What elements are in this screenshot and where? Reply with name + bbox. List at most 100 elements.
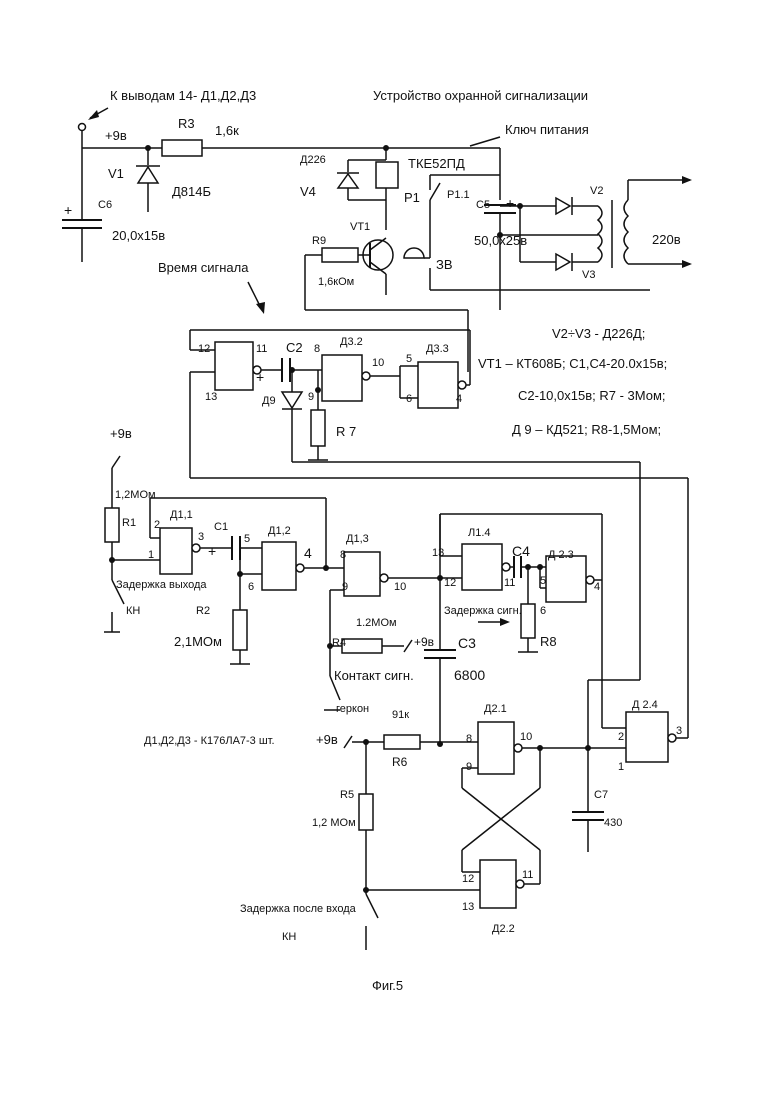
pin-label: 4 [304, 545, 312, 561]
label-c3: C3 [458, 635, 476, 651]
figure-caption: Фиг.5 [372, 978, 403, 993]
pin-label: 4 [594, 581, 600, 593]
label-r2-value: 2,1МОм [174, 634, 222, 649]
label-r3: R3 [178, 116, 195, 131]
label-r8: R8 [540, 634, 557, 649]
transformer-secondary [598, 206, 602, 262]
label-d32: Д3.2 [340, 336, 363, 348]
label-d14: Л1.4 [468, 527, 491, 539]
gate-inverter-bubble [668, 734, 676, 742]
pin-label: 9 [466, 761, 472, 773]
arrow-power-key [470, 137, 500, 146]
label-d226: Д226 [300, 154, 326, 166]
label-r3-value: 1,6к [215, 123, 239, 138]
label-r6: R6 [392, 755, 408, 769]
arrow-head [500, 618, 510, 626]
gate-inverter-bubble [516, 880, 524, 888]
resistor-r7 [311, 410, 325, 446]
label-c5: C5 [476, 199, 490, 211]
resistor-r1 [105, 508, 119, 542]
label-d13: Д1,3 [346, 533, 369, 545]
label-plus9-r4: +9в [414, 635, 434, 649]
pin-label: 6 [248, 581, 254, 593]
resistor-r2 [233, 610, 247, 650]
label-chips: Д1,Д2,Д3 - К176ЛА7-3 шт. [144, 735, 275, 747]
gate-inverter-bubble [502, 563, 510, 571]
gate-d1-3 [344, 552, 380, 596]
pin-label: 13 [462, 901, 474, 913]
plus-sign: + [64, 202, 72, 218]
label-gerkon: геркон [336, 703, 369, 715]
transformer-primary [624, 200, 628, 264]
spec-line-3: C2-10,0x15в; R7 - 3Мом; [518, 388, 666, 403]
switch-terminal [404, 640, 412, 652]
label-r4-value: 1.2МОм [356, 617, 397, 629]
switch-terminal [344, 736, 352, 748]
label-signal-delay: Задержка сигн. [444, 605, 522, 617]
gate-inverter-bubble [296, 564, 304, 572]
pin-label: 11 [504, 577, 515, 589]
switch-terminal [112, 456, 120, 468]
gate-inverter-bubble [586, 576, 594, 584]
pin-label: 2 [154, 519, 160, 531]
label-d12: Д1,2 [268, 525, 291, 537]
gate-d2-3 [546, 556, 586, 602]
arrow-head [256, 302, 265, 314]
label-r2: R2 [196, 605, 210, 617]
label-after-entry: Задержка после входа [240, 903, 357, 915]
diode-v4 [338, 174, 358, 188]
spec-line-2: VT1 – КТ608Б; C1,C4-20.0x15в; [478, 356, 667, 371]
pin-label: 6 [406, 393, 412, 405]
gate-d1-4 [462, 544, 502, 590]
arrow-head [88, 110, 99, 120]
terminal-plus9-top [79, 124, 86, 131]
label-vt1: VT1 [350, 221, 370, 233]
gate-inverter-bubble [380, 574, 388, 582]
resistor-r8 [521, 604, 535, 638]
resistor-r3 [162, 140, 202, 156]
pin-label: 8 [340, 549, 346, 561]
pin-label: 13 [205, 391, 217, 403]
label-power-key: Ключ питания [505, 122, 589, 137]
pin-label: 8 [314, 343, 320, 355]
label-exit-delay: Задержка выхода [116, 579, 207, 591]
label-p1: P1 [404, 190, 420, 205]
pin-label: 9 [342, 581, 348, 593]
pin-label: 5 [540, 575, 546, 587]
label-signal-time: Время сигнала [158, 260, 249, 275]
plus-sign: + [506, 195, 514, 211]
pin-label: 3 [198, 531, 204, 543]
pin-label: 1 [148, 549, 154, 561]
label-r7: R 7 [336, 424, 356, 439]
pin-label: 5 [244, 533, 250, 545]
arrow-head [682, 176, 692, 184]
pin-label: 10 [520, 731, 532, 743]
pin-label: 10 [394, 581, 406, 593]
label-c7-value: 430 [604, 817, 622, 829]
label-c3-value: 6800 [454, 667, 485, 683]
label-plus9-mid: +9в [110, 426, 132, 441]
label-c1: C1 [214, 521, 228, 533]
label-tke: ТКЕ52ПД [408, 156, 465, 171]
label-v2: V2 [590, 185, 603, 197]
gate-d3-2 [322, 355, 362, 401]
label-220: 220в [652, 232, 681, 247]
pin-label: 3 [676, 725, 682, 737]
diode-v1 [138, 167, 158, 183]
label-d33: Д3.3 [426, 343, 449, 355]
label-r9-value: 1,6кОм [318, 276, 354, 288]
label-r6-value: 91к [392, 709, 409, 721]
resistor-r9 [322, 248, 358, 262]
gate-inverter-bubble [514, 744, 522, 752]
label-d23: Д 2.3 [548, 549, 574, 561]
label-d9: Д9 [262, 395, 276, 407]
gate-d2-2 [480, 860, 516, 908]
gate-d1-1 [160, 528, 192, 574]
gate-d2-1 [478, 722, 514, 774]
resistor-r4 [342, 639, 382, 653]
gate-d2-4 [626, 712, 668, 762]
label-kn2: КН [282, 931, 296, 943]
pin-label: 12 [444, 577, 456, 589]
relay-coil-p1 [376, 162, 398, 188]
